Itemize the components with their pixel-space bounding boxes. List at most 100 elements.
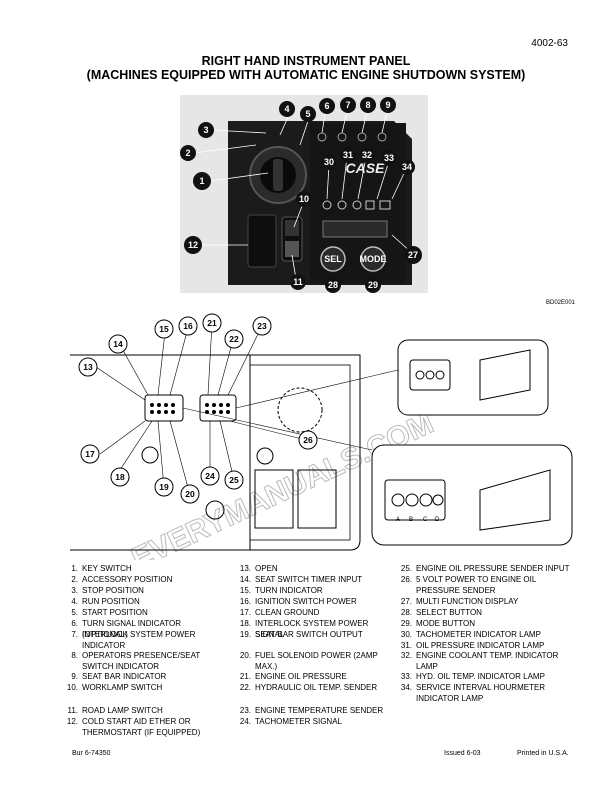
connector-drawing: EVERYMANUALS.COM A B C D (60, 310, 580, 576)
legend-item: 20. FUEL SOLENOID POWER (2AMP MAX.) (237, 651, 397, 672)
legend-item: 8. OPERATORS PRESENCE/SEAT SWITCH INDICAT… (64, 651, 224, 672)
legend-item-number: 3. (71, 586, 78, 595)
callout-22: 22 (229, 334, 239, 344)
legend-item-number: 28. (400, 608, 412, 617)
legend-item: 17.CLEAN GROUND (237, 608, 397, 619)
multi-function-display (322, 220, 388, 238)
legend-item: 13. OPEN (237, 564, 397, 575)
legend-item: 33. HYD. OIL TEMP. INDICATOR LAMP (398, 672, 578, 683)
callout-21: 21 (207, 318, 217, 328)
callout-31: 31 (343, 150, 353, 160)
callout-20: 20 (185, 489, 195, 499)
legend-item-text: OPERATORS PRESENCE/SEAT SWITCH INDICATOR (82, 651, 201, 671)
legend-item-number: 34. (400, 683, 412, 692)
legend-item: 15.TURN INDICATOR (237, 586, 397, 597)
callout-29: 29 (368, 280, 378, 290)
legend-item-number: 31. (400, 641, 412, 650)
legend-item-text: IGNITION SWITCH POWER (255, 597, 357, 606)
callout-16: 16 (183, 321, 193, 331)
callout-12: 12 (188, 240, 198, 250)
legend-item-number: 2. (71, 575, 78, 584)
callout-8: 8 (365, 100, 370, 110)
callout-28: 28 (328, 280, 338, 290)
legend-item-number: 17. (239, 608, 251, 617)
legend-item: 27. MULTI FUNCTION DISPLAY (398, 597, 578, 608)
callout-24: 24 (205, 471, 215, 481)
legend-item-number: 25. (400, 564, 412, 573)
callout-32: 32 (362, 150, 372, 160)
sel-label: SEL (324, 254, 342, 264)
callout-25: 25 (229, 475, 239, 485)
footer-doc-number: Bur 6-74350 (72, 750, 111, 757)
legend-item-number: 23. (239, 706, 251, 715)
callout-23: 23 (257, 321, 267, 331)
legend-item-text: FUEL SOLENOID POWER (2AMP MAX.) (255, 651, 378, 671)
callout-11: 11 (293, 277, 303, 287)
legend-item-text: STOP POSITION (82, 586, 144, 595)
legend-item-text: TURN SIGNAL INDICATOR (OPTIONAL) (82, 619, 181, 639)
callout-27: 27 (408, 250, 418, 260)
mode-label: MODE (360, 254, 387, 264)
legend-item-number: 26. (400, 575, 412, 584)
callout-7: 7 (345, 100, 350, 110)
callout-13: 13 (83, 362, 93, 372)
legend-item: 23.ENGINE TEMPERATURE SENDER (237, 706, 397, 717)
callout-9: 9 (385, 100, 390, 110)
legend-item-text: SEAT SWITCH TIMER INPUT (255, 575, 363, 584)
callout-17: 17 (85, 449, 95, 459)
footer-printed: Printed in U.S.A. (517, 750, 569, 757)
callout-26: 26 (303, 435, 313, 445)
legend-item-number: 33. (400, 672, 412, 681)
legend-item-number: 10. (66, 683, 78, 692)
pin-label-d: D (435, 517, 440, 523)
legend-item: 4. RUN POSITION (64, 597, 224, 608)
key-switch-icon (273, 159, 283, 191)
legend-item: 21.ENGINE OIL PRESSURE (237, 672, 397, 683)
legend-item-text: ENGINE OIL PRESSURE (255, 672, 347, 681)
legend-item-number: 30. (400, 630, 412, 639)
mode-button (360, 246, 386, 272)
photo-callouts: 1 2 3 4 5 6 7 8 9 10 11 12 27 28 29 30 3… (180, 97, 422, 293)
legend-item: 12. COLD START AID ETHER OR THERMOSTART (… (64, 717, 224, 738)
case-logo: CASE (346, 160, 386, 176)
legend-item-number: 27. (400, 597, 412, 606)
legend-item: 10.WORKLAMP SWITCH (64, 683, 224, 694)
page-number: 4002-63 (531, 38, 568, 49)
legend-item: 2.ACCESSORY POSITION (64, 575, 224, 586)
legend-item-number: 8. (71, 651, 78, 660)
legend-item-number: 12. (66, 717, 78, 726)
legend-item-number: 18. (239, 619, 251, 628)
callout-15: 15 (159, 324, 169, 334)
legend-item-number: 7. (71, 630, 78, 639)
legend-item-text: SELECT BUTTON (416, 608, 482, 617)
legend-item-text: RUN POSITION (82, 597, 140, 606)
legend-item-text: MULTI FUNCTION DISPLAY (416, 597, 519, 606)
page-title: RIGHT HAND INSTRUMENT PANEL (MACHINES EQ… (0, 54, 612, 82)
callout-6: 6 (324, 101, 329, 111)
legend-item-number: 20. (239, 651, 251, 660)
legend-item: 22.HYDRAULIC OIL TEMP. SENDER (237, 683, 397, 694)
legend-item-text: HYDRAULIC OIL TEMP. SENDER (255, 683, 378, 692)
legend-item: 7. INTERLOCK SYSTEM POWER INDICATOR (64, 630, 224, 651)
callout-3: 3 (203, 125, 208, 135)
legend-item: 34.SERVICE INTERVAL HOURMETER INDICATOR … (398, 683, 578, 704)
connector-illustration: EVERYMANUALS.COM A B C D (70, 313, 573, 576)
legend-item-number: 6. (71, 619, 78, 628)
legend-item: 26.5 VOLT POWER TO ENGINE OIL PRESSURE S… (398, 575, 578, 596)
callout-2: 2 (185, 148, 190, 158)
callout-5: 5 (305, 109, 310, 119)
legend-item-text: HYD. OIL TEMP. INDICATOR LAMP (416, 672, 545, 681)
pin-label-b: B (409, 517, 413, 523)
legend-item-text: ENGINE COOLANT TEMP. INDICATOR LAMP (416, 651, 559, 671)
title-line-1: RIGHT HAND INSTRUMENT PANEL (201, 54, 411, 68)
legend-item: 14. SEAT SWITCH TIMER INPUT (237, 575, 397, 586)
legend-item-number: 4. (71, 597, 78, 606)
callout-4: 4 (284, 104, 289, 114)
callout-19: 19 (159, 482, 169, 492)
legend-item-number: 14. (239, 575, 251, 584)
legend-item-text: INTERLOCK SYSTEM POWER INDICATOR (82, 630, 196, 650)
legend-item-text: MODE BUTTON (416, 619, 475, 628)
legend-item-text: OPEN (255, 564, 278, 573)
legend-item-text: COLD START AID ETHER OR THERMOSTART (IF … (82, 717, 201, 737)
legend-item-number: 13. (239, 564, 251, 573)
